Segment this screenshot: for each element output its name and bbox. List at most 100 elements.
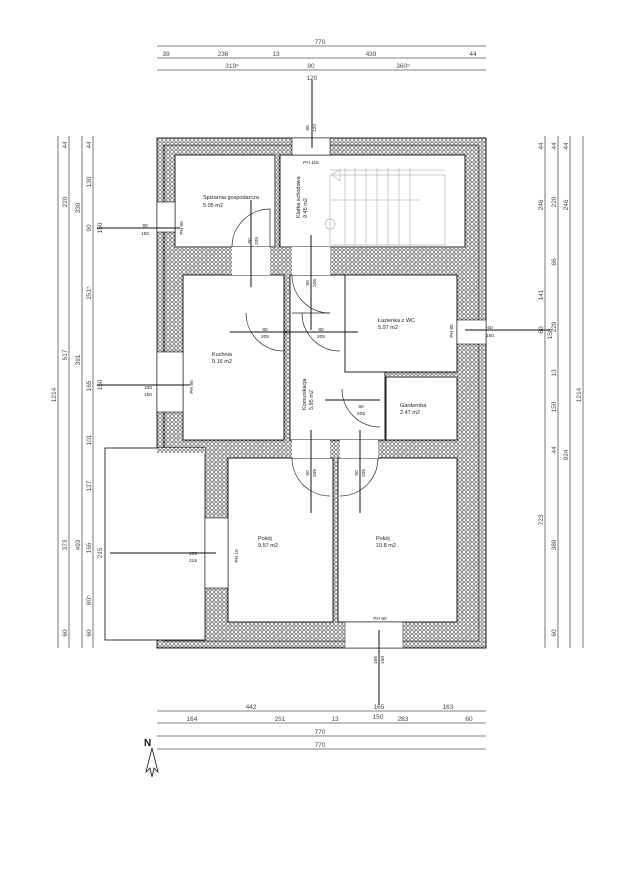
dim-label: 80⁵ bbox=[86, 595, 93, 605]
dim-label: 90 bbox=[86, 224, 93, 232]
door-width-label: 90 bbox=[305, 470, 311, 476]
dim-label: 150 bbox=[97, 222, 104, 233]
room-name: Spiżarnia gospodarcza bbox=[203, 195, 260, 201]
room-area: 5.97 m2 bbox=[378, 325, 398, 331]
door-width-label: 90 bbox=[354, 470, 360, 476]
dim-label: 150 bbox=[97, 379, 104, 390]
room-kuchnia bbox=[182, 274, 285, 441]
window-width-label: 165 bbox=[189, 551, 197, 557]
door-height-label: 205 bbox=[312, 279, 318, 287]
dim-label: 517 bbox=[62, 349, 69, 360]
dim-label: 1214 bbox=[576, 387, 583, 402]
dim-label: 90 bbox=[307, 63, 315, 70]
north-label: N bbox=[144, 738, 151, 749]
bottom-dimensions: 442 165 163 164 251 13 150 283 60 770 77… bbox=[187, 704, 473, 749]
window-height-label: 150 bbox=[144, 392, 152, 398]
door-swings bbox=[231, 208, 381, 497]
room-pokoj-2 bbox=[337, 457, 458, 623]
door-height-label: 205 bbox=[312, 469, 318, 477]
dim-label: 44 bbox=[551, 142, 558, 150]
door-height-label: 205 bbox=[254, 237, 260, 245]
room-area: 10.8 m2 bbox=[376, 543, 396, 549]
dim-label: 220 bbox=[62, 196, 69, 207]
dim-label: 44 bbox=[538, 142, 545, 150]
door-labels: 90 205 90 205 90 205 90 205 90 205 90 20… bbox=[247, 237, 367, 477]
door-width-label: 90 bbox=[247, 238, 253, 244]
terrace-outline bbox=[104, 447, 206, 641]
dim-label: 439 bbox=[366, 51, 377, 58]
dim-label: 13 bbox=[272, 51, 280, 58]
dim-label: 44 bbox=[551, 446, 558, 454]
dim-label: 120 bbox=[307, 75, 318, 82]
top-dimensions: 770 39 236 13 439 44 319⁵ 90 360⁵ 120 bbox=[162, 39, 477, 82]
room-lazienka bbox=[344, 274, 458, 373]
dim-label: 251 bbox=[275, 716, 286, 723]
sill-tag: PH 90 bbox=[179, 221, 185, 235]
dim-label: 229 bbox=[551, 321, 558, 332]
dim-label: 13 bbox=[331, 716, 339, 723]
dim-label: 236 bbox=[218, 51, 229, 58]
dim-label: 723 bbox=[538, 514, 545, 525]
sill-tags: PH 115 PH 90 PH 90 PH 85 PH 10 PH 90 bbox=[179, 160, 455, 622]
dim-label: 246 bbox=[563, 199, 570, 210]
door-height-label: 205 bbox=[357, 411, 365, 417]
dim-label: 39 bbox=[162, 51, 170, 58]
room-area: 9.16 m2 bbox=[212, 359, 232, 365]
dim-label: 60 bbox=[465, 716, 473, 723]
window-width-label: 90 bbox=[142, 223, 148, 229]
dim-label: 150 bbox=[373, 714, 384, 721]
dim-label: 319⁵ bbox=[225, 63, 239, 70]
dim-label: 924 bbox=[563, 449, 570, 460]
dim-label: 215 bbox=[97, 547, 104, 558]
dim-label: 246 bbox=[538, 199, 545, 210]
room-area: 2.47 m2 bbox=[400, 410, 420, 416]
dim-label: 330 bbox=[75, 202, 82, 213]
dim-label: 770 bbox=[315, 39, 326, 46]
dim-label: 44 bbox=[469, 51, 477, 58]
dim-label: 44 bbox=[62, 141, 69, 149]
sill-tag: PH 90 bbox=[189, 380, 195, 394]
dim-label: 165 bbox=[374, 704, 385, 711]
sill-tag: PH 90 bbox=[373, 616, 387, 622]
door-height-label: 205 bbox=[317, 334, 325, 340]
dim-label: 442 bbox=[246, 704, 257, 711]
room-name: Klatka schodowa bbox=[296, 175, 302, 218]
room-area: 5.05 m2 bbox=[203, 203, 223, 209]
north-arrow-icon: N bbox=[144, 738, 159, 778]
room-area: 5.95 m2 bbox=[309, 390, 315, 410]
window-height-label: 150 bbox=[141, 231, 149, 237]
door-height-label: 205 bbox=[261, 334, 269, 340]
dim-label: 493 bbox=[75, 539, 82, 550]
dim-label: 60 bbox=[86, 629, 93, 637]
right-dimensions: 44 246 141 60 723 44 220 66 229 13 150 4… bbox=[538, 142, 583, 637]
room-name: Kuchnia bbox=[212, 352, 233, 358]
dim-label: 150 bbox=[547, 328, 554, 339]
dim-label: 391 bbox=[75, 354, 82, 365]
dim-label: 165 bbox=[86, 380, 93, 391]
dim-label: 220 bbox=[551, 196, 558, 207]
window-height-label: 120 bbox=[312, 124, 318, 132]
window-height-label: 150 bbox=[380, 656, 386, 664]
dim-label: 389 bbox=[551, 539, 558, 550]
dim-label: 283 bbox=[398, 716, 409, 723]
sill-tag: PH 115 bbox=[303, 160, 319, 166]
dim-label: 770 bbox=[315, 729, 326, 736]
door-width-label: 90 bbox=[358, 404, 364, 410]
window-labels: 90 120 90 150 165 150 60 150 165 215 165… bbox=[141, 124, 494, 664]
left-dimensions: 1214 44 220 517 373 60 330 391 493 44 13… bbox=[51, 141, 104, 637]
dim-label: 101 bbox=[86, 434, 93, 445]
door-width-label: 90 bbox=[318, 327, 324, 333]
room-pokoj-1 bbox=[227, 457, 334, 623]
room-name: Pokój bbox=[376, 536, 390, 542]
dim-label: 251⁵ bbox=[86, 286, 93, 300]
room-garderoba bbox=[385, 376, 458, 441]
window-width-label: 165 bbox=[373, 656, 379, 664]
dim-label: 770 bbox=[315, 742, 326, 749]
window-height-label: 150 bbox=[486, 333, 494, 339]
window-width-label: 90 bbox=[305, 125, 311, 131]
door-width-label: 90 bbox=[305, 280, 311, 286]
sill-tag: PH 85 bbox=[449, 324, 455, 338]
dimension-lines bbox=[57, 45, 584, 750]
dim-label: 163 bbox=[443, 704, 454, 711]
